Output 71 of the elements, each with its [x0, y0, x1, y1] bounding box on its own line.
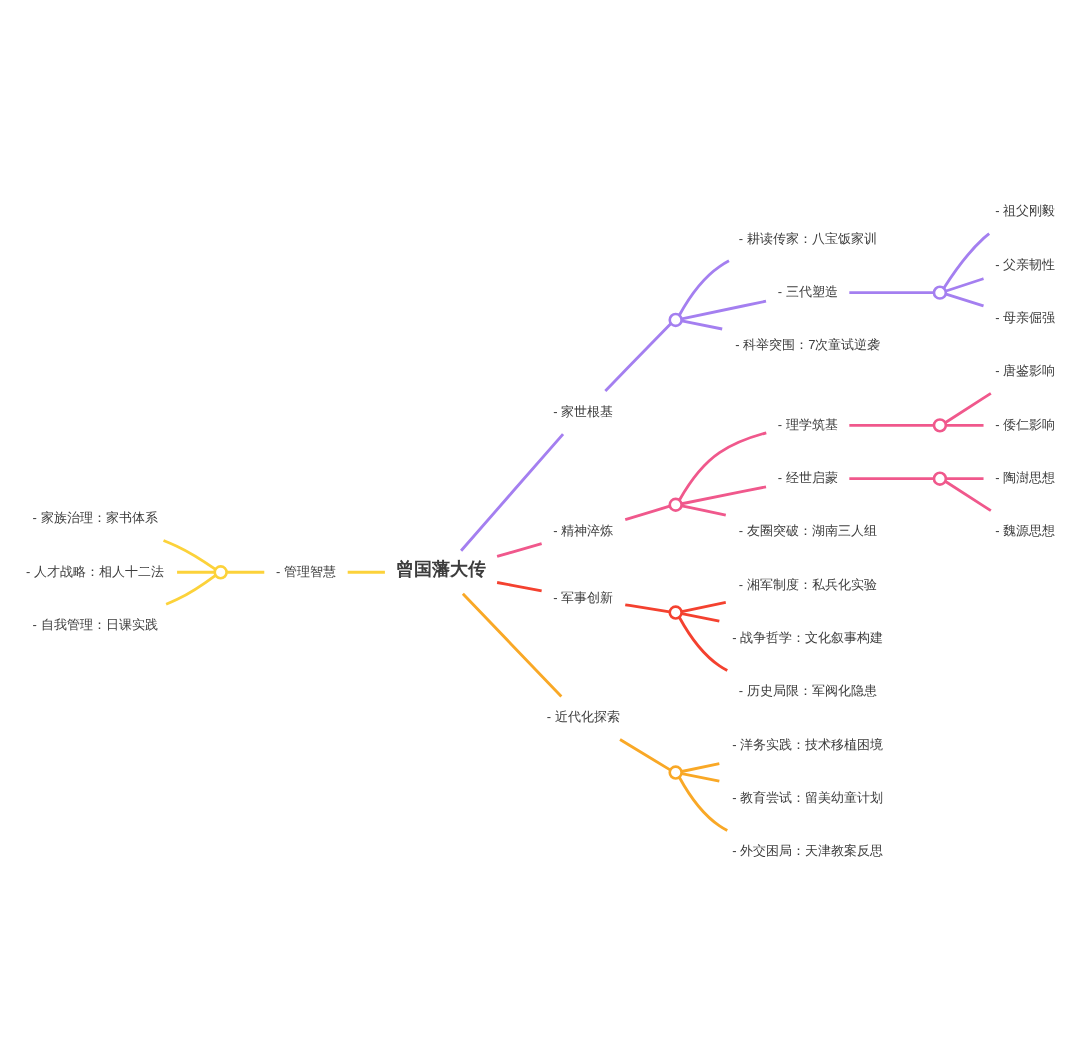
- connector: [681, 299, 767, 321]
- connector: [619, 738, 671, 772]
- connector: [945, 292, 984, 308]
- node-text: - 历史局限：军阀化隐患: [738, 683, 877, 699]
- node-text: - 管理智慧: [276, 563, 336, 579]
- connector: [177, 570, 215, 574]
- connector: [944, 480, 992, 512]
- connector: [681, 772, 720, 783]
- connector: [460, 433, 565, 552]
- connector: [624, 504, 671, 521]
- connector: [461, 592, 563, 698]
- node-text: - 科举突围：7次童试逆袭: [735, 337, 881, 353]
- node-text: - 母亲倔强: [995, 310, 1056, 326]
- node-text: - 祖父刚毅: [995, 203, 1056, 219]
- node-circle: [213, 565, 228, 580]
- node-circle: [932, 418, 948, 433]
- connector: [678, 259, 730, 316]
- connector: [681, 612, 720, 623]
- connector: [681, 485, 767, 506]
- node-circle: [668, 312, 683, 328]
- node-circle: [932, 285, 948, 300]
- node-text: - 耕读传家：八宝饭家训: [738, 230, 877, 246]
- node-text: - 理学筑基: [777, 416, 838, 432]
- node-text: - 自我管理：日课实践: [32, 616, 158, 632]
- node-text: - 陶澍思想: [995, 470, 1056, 485]
- connector: [849, 291, 934, 295]
- node-text: - 外交困局：天津教案反思: [732, 843, 884, 859]
- connector: [678, 616, 728, 672]
- connector: [681, 762, 720, 773]
- node-text: - 近代化探索: [546, 709, 620, 725]
- node-text: - 战争哲学：文化叙事构建: [732, 629, 884, 645]
- node-text: - 洋务实践：技术移植困境: [732, 736, 884, 752]
- connector: [604, 322, 672, 392]
- node-circle: [668, 497, 683, 512]
- node-text: - 湘军制度：私兵化实验: [738, 576, 877, 592]
- connector: [496, 581, 542, 593]
- node-text: - 家世根基: [553, 403, 614, 419]
- node-text: - 教育尝试：留美幼童计划: [732, 789, 884, 805]
- connector: [681, 319, 723, 331]
- connector: [678, 776, 728, 832]
- node-text: - 三代塑造: [777, 283, 838, 299]
- connector: [496, 542, 543, 558]
- connector: [163, 539, 216, 571]
- node-text: - 人才战略：相人十二法: [26, 563, 165, 579]
- connector: [681, 504, 727, 517]
- node-text: - 精神淬炼: [553, 523, 614, 539]
- connector: [849, 477, 934, 481]
- node-text: - 经世启蒙: [777, 470, 838, 485]
- node-circle: [668, 605, 683, 620]
- node-text: - 父亲韧性: [995, 256, 1056, 272]
- node-text: 曾国藩大传: [396, 559, 487, 580]
- connector: [681, 600, 727, 613]
- node-circle: [668, 765, 683, 780]
- node-text: - 军事创新: [553, 589, 614, 605]
- connector: [625, 603, 670, 614]
- connector: [849, 423, 934, 427]
- connector: [942, 232, 991, 289]
- node-text: - 家族治理：家书体系: [32, 510, 158, 526]
- connector: [945, 277, 984, 293]
- node-text: - 友圈突破：湖南三人组: [738, 523, 877, 539]
- connector: [944, 392, 992, 424]
- node-circle: [932, 471, 948, 486]
- node-text: - 唐鉴影响: [995, 363, 1056, 379]
- connector: [678, 431, 767, 501]
- node-text: - 倭仁影响: [995, 416, 1056, 432]
- node-text: - 魏源思想: [995, 523, 1056, 539]
- connector: [946, 477, 984, 481]
- connector: [347, 570, 385, 574]
- connector: [946, 423, 984, 427]
- connector: [226, 570, 265, 574]
- connector: [165, 574, 217, 606]
